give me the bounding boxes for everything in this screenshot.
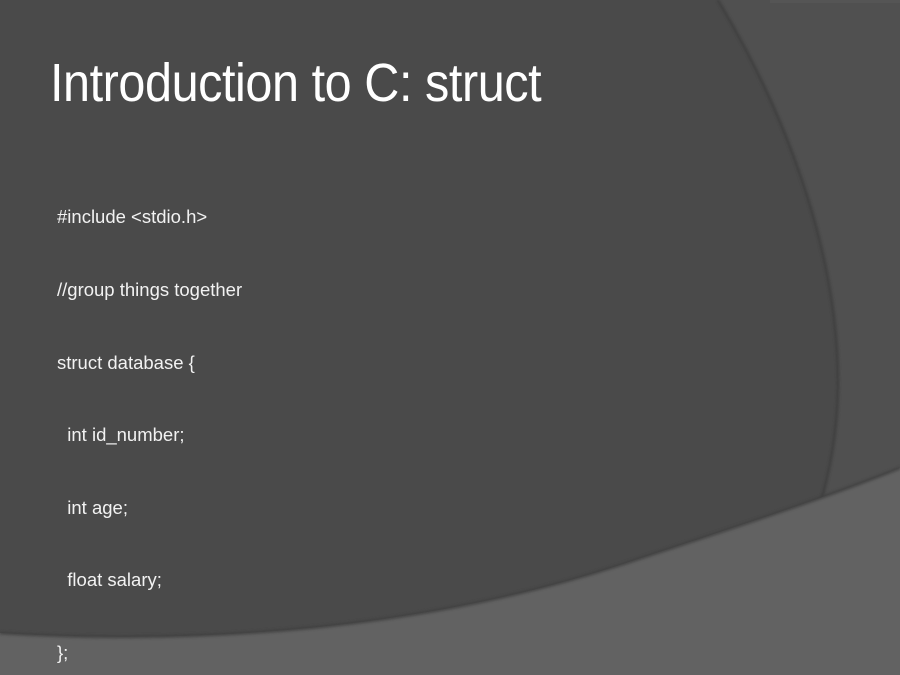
code-line: }; [57, 641, 69, 663]
code-line: //group things together [57, 279, 243, 300]
code-line: float salary; [57, 569, 162, 591]
code-line: #include <stdio.h> [57, 206, 208, 228]
code-line: int age; [57, 496, 128, 518]
code-line: int id_number; [57, 424, 185, 446]
code-block: #include <stdio.h> //group things togeth… [57, 157, 305, 675]
slide-title: Introduction to C: struct [50, 53, 542, 113]
code-line: struct database { [57, 351, 195, 373]
